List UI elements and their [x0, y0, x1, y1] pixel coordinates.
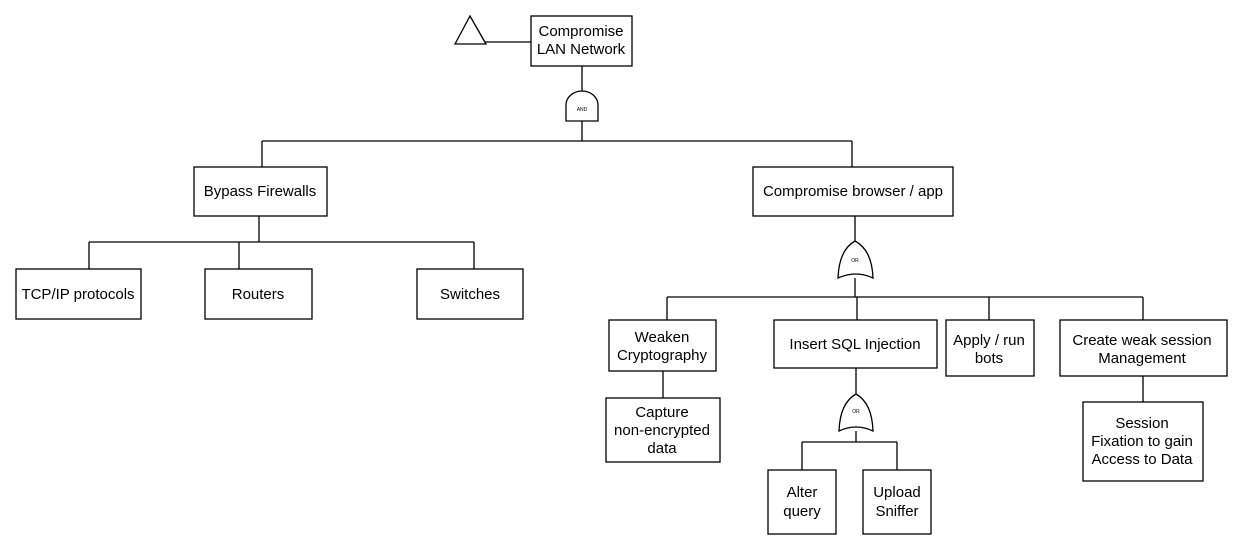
node-create-weak-session-line-1: Create weak session: [1072, 332, 1211, 349]
node-weaken-cryptography-line-1: Weaken: [635, 329, 690, 346]
node-routers: Routers: [204, 268, 313, 320]
node-compromise-browser: Compromise browser / app: [752, 166, 954, 217]
transfer-triangle-icon: [453, 14, 488, 45]
node-weaken-cryptography: Weaken Cryptography: [608, 319, 717, 372]
node-weaken-cryptography-line-2: Cryptography: [617, 347, 708, 364]
node-tcp-ip-line-1: TCP/IP protocols: [21, 286, 134, 303]
node-session-fixation-line-1: Session: [1115, 415, 1168, 432]
node-switches-line-1: Switches: [440, 286, 500, 303]
node-apply-run-bots-line-1: Apply / run: [953, 332, 1025, 349]
or-gate-browser: OR: [837, 240, 874, 280]
node-apply-run-bots-line-2: bots: [975, 350, 1003, 367]
node-capture-data-line-2: non-encrypted: [614, 422, 710, 439]
node-switches: Switches: [416, 268, 524, 320]
node-insert-sql-injection: Insert SQL Injection: [773, 319, 938, 369]
node-capture-data: Capture non-encrypted data: [605, 397, 721, 463]
node-bypass-firewalls-line-1: Bypass Firewalls: [204, 183, 317, 200]
node-create-weak-session: Create weak session Management: [1059, 319, 1228, 377]
node-insert-sql-injection-line-1: Insert SQL Injection: [789, 336, 920, 353]
node-routers-line-1: Routers: [232, 286, 285, 303]
node-create-weak-session-line-2: Management: [1098, 350, 1186, 367]
node-root: Compromise LAN Network: [530, 15, 633, 67]
node-root-line-2: LAN Network: [537, 41, 626, 58]
node-apply-run-bots: Apply / run bots: [945, 319, 1035, 377]
node-compromise-browser-line-1: Compromise browser / app: [763, 183, 943, 200]
node-session-fixation-line-3: Access to Data: [1092, 451, 1194, 468]
node-session-fixation: Session Fixation to gain Access to Data: [1082, 401, 1204, 482]
node-root-line-1: Compromise: [538, 23, 623, 40]
node-capture-data-line-3: data: [647, 440, 677, 457]
node-alter-query-line-2: query: [783, 503, 821, 520]
or-gate-sql-label: OR: [852, 409, 860, 415]
node-upload-sniffer: Upload Sniffer: [862, 469, 932, 535]
connectors: [88, 41, 1144, 470]
node-alter-query-line-1: Alter: [787, 484, 818, 501]
and-gate-label: AND: [577, 107, 588, 113]
node-bypass-firewalls: Bypass Firewalls: [193, 166, 328, 217]
node-capture-data-line-1: Capture: [635, 404, 688, 421]
node-tcp-ip: TCP/IP protocols: [15, 268, 142, 320]
node-alter-query: Alter query: [767, 469, 837, 535]
and-gate: AND: [565, 90, 599, 122]
node-upload-sniffer-line-2: Sniffer: [875, 503, 918, 520]
node-upload-sniffer-line-1: Upload: [873, 484, 921, 501]
or-gate-sql: OR: [838, 393, 874, 433]
node-session-fixation-line-2: Fixation to gain: [1091, 433, 1193, 450]
or-gate-browser-label: OR: [851, 258, 859, 264]
